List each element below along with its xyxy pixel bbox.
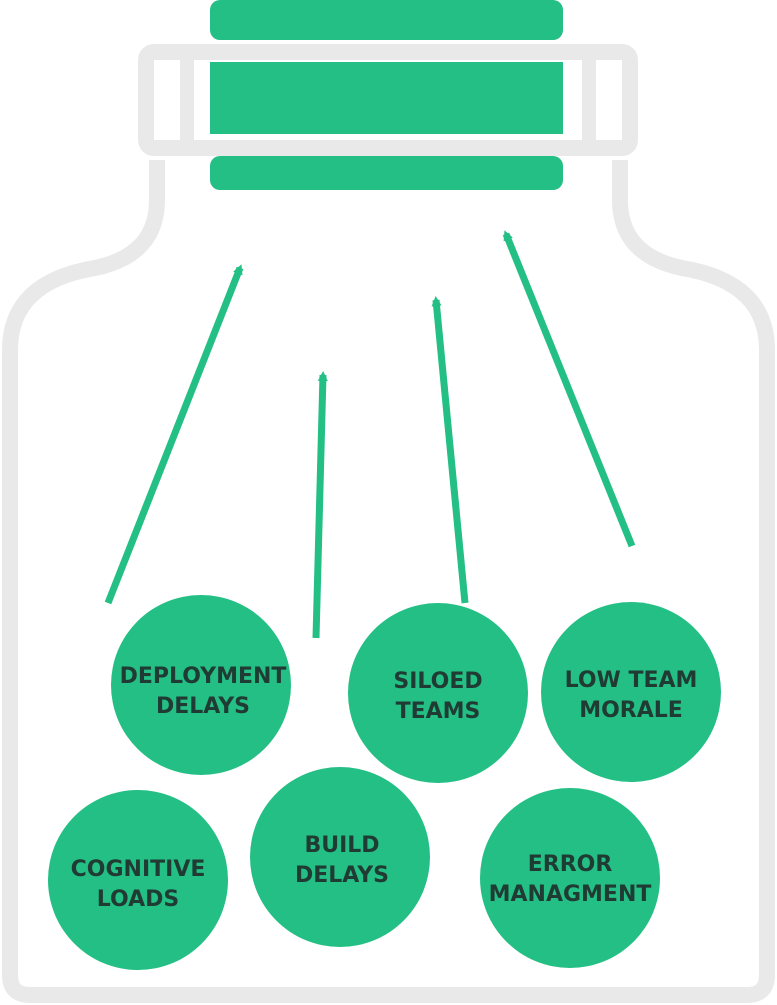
ball-label-line-1: SILOED xyxy=(393,669,482,694)
ball-label-line-1: DEPLOYMENT xyxy=(120,664,287,689)
jar-neck-inner-divider-right xyxy=(582,52,596,148)
ball-label-line-2: LOADS xyxy=(97,887,179,912)
ball-deployment-delays: DEPLOYMENT DELAYS xyxy=(111,595,291,775)
ball-siloed-teams: SILOED TEAMS xyxy=(348,603,528,783)
ball-error-managment: ERROR MANAGMENT xyxy=(480,788,660,968)
jar-lid-middle xyxy=(210,62,563,134)
ball-label-line-2: DELAYS xyxy=(295,863,389,888)
ball-label-line-1: LOW TEAM xyxy=(565,668,698,693)
jar-neck-band xyxy=(138,44,638,156)
ball-cognitive-loads: COGNITIVE LOADS xyxy=(48,790,228,970)
ball-label-line-2: TEAMS xyxy=(396,699,481,724)
arrow-low-team-morale xyxy=(502,230,636,548)
jar-body-outline xyxy=(2,160,775,1003)
jar-lid-top xyxy=(210,0,563,40)
jar-lid-bottom xyxy=(210,156,563,190)
arrow-siloed-teams xyxy=(431,296,469,604)
ball-label-line-1: ERROR xyxy=(528,852,613,877)
arrow-deployment-delays xyxy=(104,264,244,605)
ball-label-line-1: BUILD xyxy=(304,833,379,858)
ball-build-delays: BUILD DELAYS xyxy=(250,767,430,947)
ball-label-line-2: MORALE xyxy=(579,698,683,723)
ball-low-team-morale: LOW TEAM MORALE xyxy=(541,602,721,782)
arrow-build-delays xyxy=(312,371,328,639)
jar-neck-inner-divider-left xyxy=(180,52,194,148)
ball-label-line-2: MANAGMENT xyxy=(489,882,652,907)
ball-label-line-1: COGNITIVE xyxy=(71,857,206,882)
ball-label-line-2: DELAYS xyxy=(156,694,250,719)
